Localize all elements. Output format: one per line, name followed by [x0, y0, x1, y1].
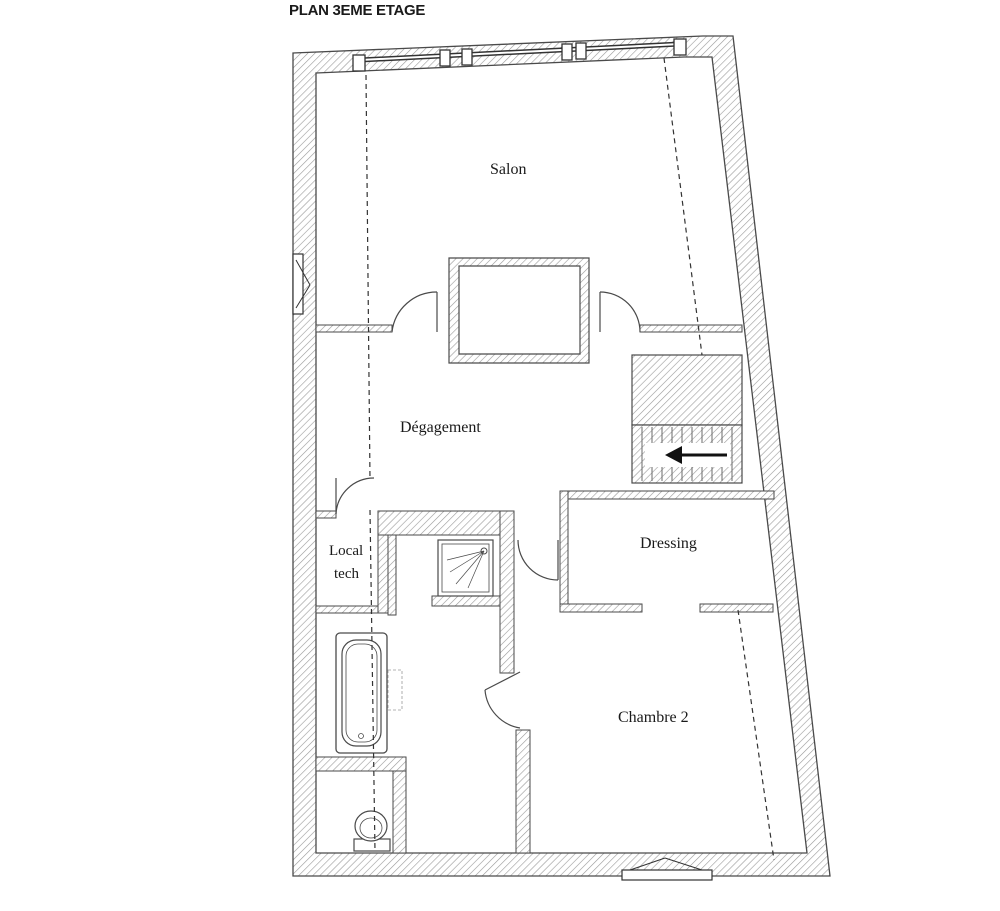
- side-window-icon: [292, 253, 311, 315]
- room-label-local-tech-2: tech: [334, 566, 359, 582]
- local-tech-wall-bottom: [315, 605, 389, 614]
- dressing-wall-bottom-left: [559, 603, 643, 613]
- room-label-dressing: Dressing: [640, 535, 697, 552]
- bathtub-icon: [335, 632, 388, 754]
- door-swing-icon: [335, 291, 641, 729]
- room-label-local-tech-1: Local: [329, 543, 363, 559]
- bath-wall-left: [387, 534, 397, 616]
- light-well: [448, 257, 590, 364]
- dressing-wall-left: [559, 490, 569, 612]
- room-label-degagement: Dégagement: [400, 419, 481, 436]
- roof-slope-lines: [365, 57, 775, 861]
- window-icon: [352, 38, 687, 72]
- plan-title: PLAN 3EME ETAGE: [289, 2, 426, 19]
- shower-icon: [431, 539, 501, 607]
- bath-niche: [387, 669, 403, 711]
- local-tech-wall-top: [315, 510, 337, 519]
- room-label-chambre2: Chambre 2: [618, 709, 689, 726]
- bath-wall-right-lower: [515, 729, 531, 854]
- dressing-wall-top: [565, 490, 775, 500]
- stair-arrow-icon: [665, 446, 727, 464]
- bottom-window-icon: [621, 857, 713, 881]
- wc-wall-right: [392, 770, 407, 854]
- salon-wall-right: [639, 324, 743, 333]
- dressing-wall-bottom-right: [699, 603, 774, 613]
- room-label-salon: Salon: [490, 161, 526, 178]
- toilet-icon: [353, 810, 391, 852]
- salon-wall-left: [315, 324, 393, 333]
- stair-core-hatched: [631, 354, 743, 426]
- bath-wall-top: [377, 510, 509, 536]
- outer-wall: [292, 35, 831, 877]
- bath-wall-right-upper: [499, 510, 515, 674]
- wc-wall-top: [315, 756, 407, 772]
